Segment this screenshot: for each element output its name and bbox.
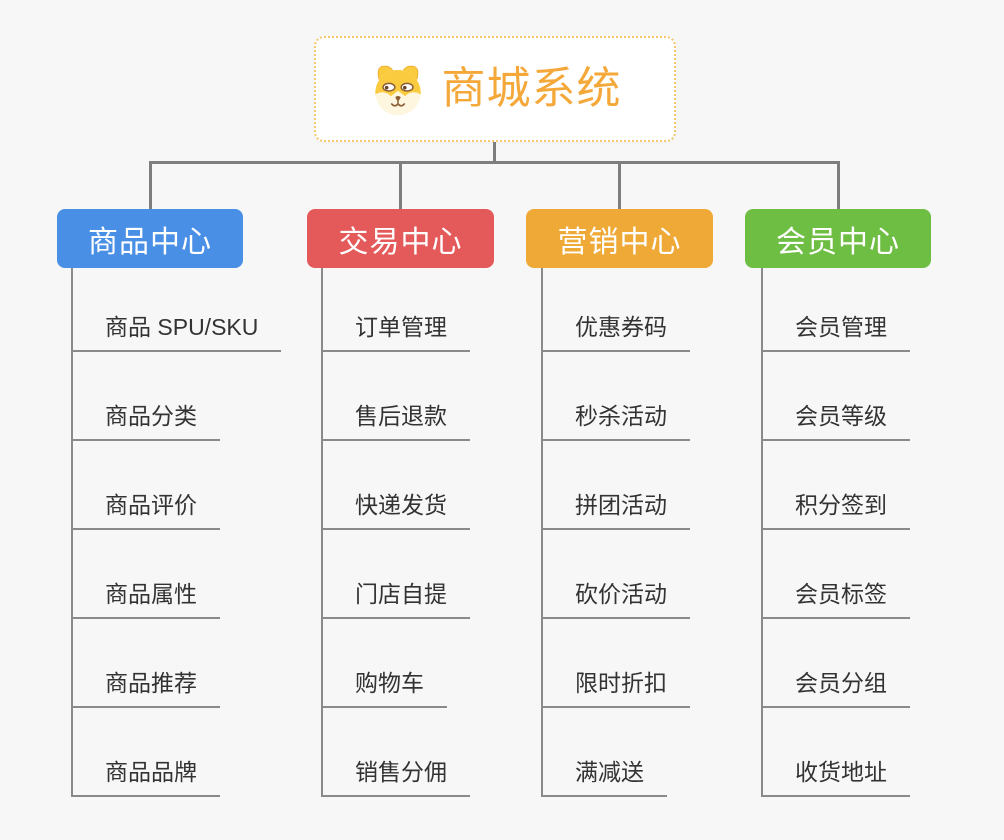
subtopic-label: 门店自提 [321,581,470,619]
subtopic-label: 商品推荐 [71,670,220,708]
subtopic-label: 砍价活动 [541,581,690,619]
subtopic-label: 商品评价 [71,492,220,530]
subtopic-label: 快递发货 [321,492,470,530]
subtopic-label: 商品品牌 [71,759,220,797]
subtopic[interactable]: 商品品牌 [71,708,281,797]
subtopic[interactable]: 收货地址 [761,708,910,797]
subtopic-label: 会员标签 [761,581,910,619]
subtopic-label: 会员管理 [761,314,910,352]
connector-drop-4 [837,161,840,210]
branch-topic-label: 会员中心 [776,225,900,259]
subtopic[interactable]: 售后退款 [321,352,470,441]
subtopic-label: 销售分佣 [321,759,470,797]
branch-topic-label: 交易中心 [338,225,463,259]
subtopic[interactable]: 满减送 [541,708,690,797]
subtopic-label: 商品 SPU/SKU [71,314,282,352]
branch-topic-trade-center[interactable]: 交易中心 [307,209,494,268]
subtopic[interactable]: 限时折扣 [541,619,690,708]
subtopic-label: 收货地址 [761,759,910,797]
subtopic-label: 会员分组 [761,670,910,708]
subtopic[interactable]: 会员分组 [761,619,910,708]
subtopic[interactable]: 会员管理 [761,263,910,352]
subtopic[interactable]: 会员等级 [761,352,910,441]
subtopic-label: 拼团活动 [541,492,690,530]
subtopic[interactable]: 快递发货 [321,441,470,530]
branch-children-marketing-center: 优惠券码 秒杀活动 拼团活动 砍价活动 限时折扣 满减送 [541,263,690,797]
connector-drop-2 [399,161,402,210]
subtopic[interactable]: 商品属性 [71,530,281,619]
subtopic-label: 订单管理 [321,314,470,352]
subtopic[interactable]: 优惠券码 [541,263,690,352]
root-topic-label: 商城系统 [441,64,622,113]
subtopic-label: 满减送 [541,759,667,797]
subtopic[interactable]: 会员标签 [761,530,910,619]
subtopic[interactable]: 商品分类 [71,352,281,441]
subtopic[interactable]: 订单管理 [321,263,470,352]
branch-children-member-center: 会员管理 会员等级 积分签到 会员标签 会员分组 收货地址 [761,263,910,797]
subtopic[interactable]: 积分签到 [761,441,910,530]
shiba-dog-icon [374,65,421,116]
branch-topic-label: 商品中心 [88,225,212,259]
subtopic[interactable]: 商品评价 [71,441,281,530]
subtopic-label: 优惠券码 [541,314,690,352]
branch-topic-label: 营销中心 [557,225,682,259]
connector-drop-3 [618,161,621,210]
subtopic-label: 售后退款 [321,403,470,441]
branch-children-product-center: 商品 SPU/SKU 商品分类 商品评价 商品属性 商品推荐 商品品牌 [71,263,282,797]
branch-spine-3 [541,268,543,797]
branch-spine-1 [71,268,73,797]
subtopic[interactable]: 商品 SPU/SKU [71,263,282,352]
subtopic-label: 限时折扣 [541,670,690,708]
branch-topic-marketing-center[interactable]: 营销中心 [526,209,713,268]
branch-spine-4 [761,268,763,797]
connector-bus [149,161,840,164]
subtopic-label: 商品分类 [71,403,220,441]
subtopic[interactable]: 销售分佣 [321,708,470,797]
branch-topic-product-center[interactable]: 商品中心 [57,209,243,268]
branch-spine-2 [321,268,323,797]
root-topic[interactable]: 商城系统 [314,36,676,142]
subtopic-label: 会员等级 [761,403,910,441]
connector-drop-1 [149,161,152,210]
connector-root-stem [493,142,496,163]
subtopic[interactable]: 门店自提 [321,530,470,619]
subtopic-label: 购物车 [321,670,447,708]
branch-children-trade-center: 订单管理 售后退款 快递发货 门店自提 购物车 销售分佣 [321,263,470,797]
subtopic[interactable]: 秒杀活动 [541,352,690,441]
subtopic[interactable]: 商品推荐 [71,619,281,708]
subtopic[interactable]: 砍价活动 [541,530,690,619]
subtopic[interactable]: 购物车 [321,619,470,708]
subtopic-label: 商品属性 [71,581,220,619]
branch-topic-member-center[interactable]: 会员中心 [745,209,931,268]
subtopic-label: 秒杀活动 [541,403,690,441]
subtopic[interactable]: 拼团活动 [541,441,690,530]
subtopic-label: 积分签到 [761,492,910,530]
